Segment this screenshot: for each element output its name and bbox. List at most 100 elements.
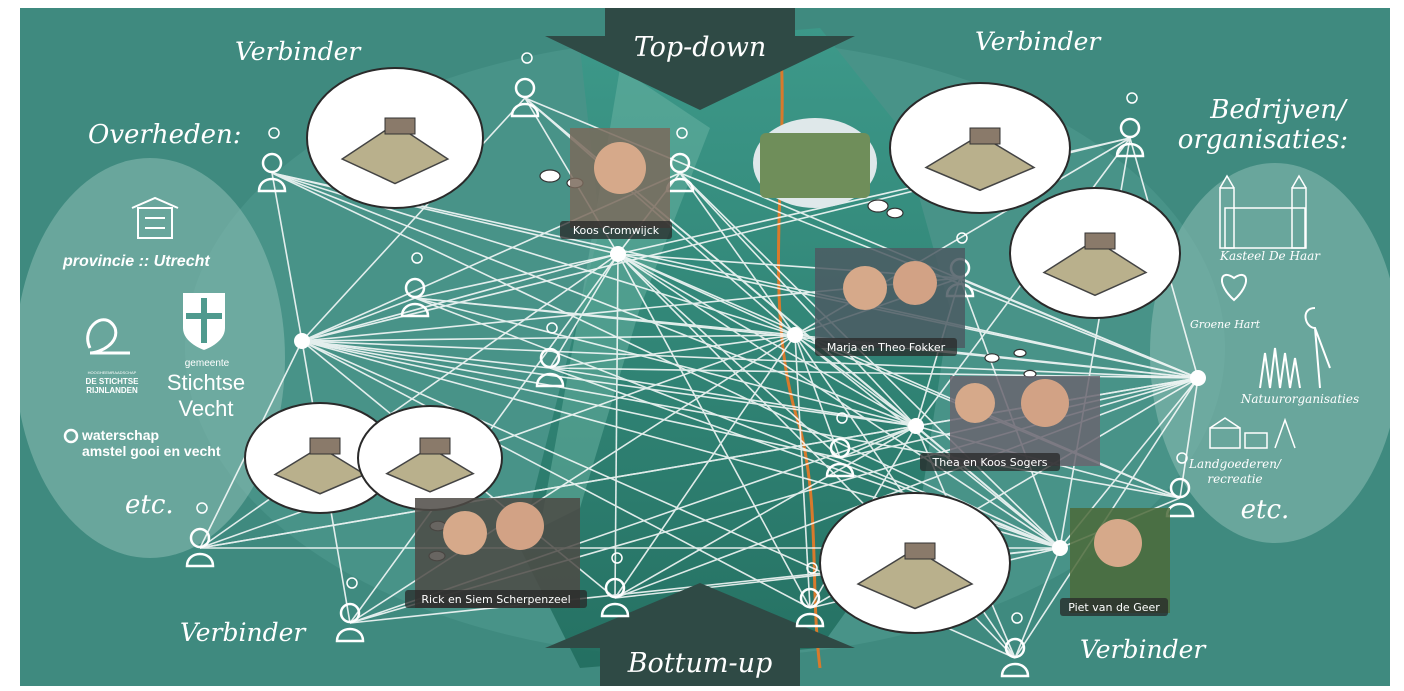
connection-line bbox=[301, 297, 416, 342]
thought-bubble bbox=[539, 169, 561, 183]
person-body bbox=[1115, 142, 1145, 158]
estate-icon bbox=[1209, 417, 1296, 449]
thought-cloud bbox=[306, 67, 484, 209]
lightbulb-icon bbox=[1126, 92, 1138, 104]
thought-bubble bbox=[984, 353, 1000, 363]
connection-line bbox=[414, 297, 917, 427]
connection-line bbox=[414, 253, 619, 299]
person-body bbox=[510, 102, 540, 118]
waterschap-logo: waterschap amstel gooi en vecht bbox=[63, 427, 221, 459]
hub-node bbox=[787, 327, 803, 343]
rijnlanden-logo: HOOGHEEMRAADSCHAP DE STICHTSE RIJNLANDEN bbox=[86, 318, 139, 395]
verbinder-top-left: Verbinder bbox=[235, 37, 362, 66]
connection-line bbox=[839, 425, 917, 459]
hub-node bbox=[1190, 370, 1206, 386]
bottom-up-arrow: Bottum-up bbox=[545, 583, 855, 686]
hub-node bbox=[1052, 540, 1068, 556]
overheden-heading: Overheden: bbox=[88, 120, 242, 150]
person-icon bbox=[510, 52, 540, 118]
lightbulb-icon bbox=[411, 252, 423, 264]
thought-cloud bbox=[889, 82, 1071, 214]
connection-line bbox=[617, 253, 1061, 549]
top-down-label: Top-down bbox=[634, 32, 767, 63]
hub-node bbox=[610, 246, 626, 262]
person-head bbox=[514, 77, 536, 99]
person-head bbox=[829, 437, 851, 459]
person-icon bbox=[400, 252, 430, 318]
landgoederen: Landgoederen/ bbox=[1188, 457, 1283, 471]
connection-line bbox=[301, 340, 551, 369]
photo-thea: Thea en Koos Sogers bbox=[920, 376, 1100, 471]
siem-face-icon bbox=[496, 502, 544, 550]
provincie-logo: provincie :: Utrecht bbox=[62, 196, 210, 270]
connection-line bbox=[617, 253, 917, 427]
person-head bbox=[669, 152, 691, 174]
farm-plot bbox=[1042, 239, 1148, 297]
person-body bbox=[185, 552, 215, 568]
connection-line bbox=[794, 334, 841, 459]
connection-line bbox=[549, 367, 917, 427]
shield-icon bbox=[183, 293, 225, 350]
connection-line bbox=[1179, 377, 1199, 499]
thought-cloud bbox=[357, 405, 503, 511]
heron-icon bbox=[1259, 307, 1331, 389]
thought-bubble bbox=[886, 207, 904, 219]
right-panel bbox=[1150, 163, 1390, 543]
farm-plot bbox=[340, 123, 450, 185]
piet-label: Piet van de Geer bbox=[1068, 601, 1160, 614]
lightbulb-icon bbox=[956, 232, 968, 244]
farm-building-icon bbox=[384, 117, 416, 135]
person-body bbox=[600, 602, 630, 618]
person-icon bbox=[795, 562, 825, 628]
farm-plot bbox=[385, 446, 475, 493]
person-body bbox=[535, 372, 565, 388]
hub-node bbox=[294, 333, 310, 349]
kasteel-de-haar: Kasteel De Haar bbox=[1219, 249, 1321, 263]
connection-line bbox=[617, 253, 796, 336]
verbinder-top-right: Verbinder bbox=[975, 27, 1102, 56]
photo-piet: Piet van de Geer bbox=[1060, 508, 1170, 616]
connection-line bbox=[549, 253, 619, 369]
rijnlanden-line3: RIJNLANDEN bbox=[86, 386, 138, 395]
person-icon bbox=[535, 322, 565, 388]
connection-line bbox=[617, 253, 841, 459]
lightbulb-icon bbox=[836, 412, 848, 424]
person-body bbox=[1000, 662, 1030, 678]
piet-face-icon bbox=[1094, 519, 1142, 567]
koos-label: Koos Cromwijck bbox=[573, 224, 660, 237]
person-head bbox=[539, 347, 561, 369]
right-heading-line2: organisaties: bbox=[1178, 125, 1348, 155]
connection-line bbox=[301, 340, 917, 427]
thought-bubble bbox=[867, 199, 889, 213]
farm-building-icon bbox=[904, 542, 936, 560]
farm-plot bbox=[856, 548, 974, 610]
koos-face-icon bbox=[594, 142, 646, 194]
left-etc: etc. bbox=[125, 490, 174, 520]
farm-plot bbox=[924, 134, 1036, 192]
lightbulb-icon bbox=[521, 52, 533, 64]
farm-building-icon bbox=[419, 437, 451, 455]
photo-family bbox=[753, 118, 877, 208]
connection-line bbox=[549, 334, 796, 369]
farm-building-icon bbox=[1084, 232, 1116, 250]
theo-face-icon bbox=[893, 261, 937, 305]
top-down-arrow: Top-down bbox=[545, 8, 855, 110]
hub-node bbox=[908, 418, 924, 434]
person-body bbox=[795, 612, 825, 628]
connection-line bbox=[301, 253, 619, 342]
connection-line bbox=[614, 425, 917, 599]
gemeente-line1: Stichtse bbox=[167, 370, 245, 395]
photo-marja: Marja en Theo Fokker bbox=[815, 248, 965, 356]
person-icon bbox=[335, 577, 365, 643]
person-head bbox=[404, 277, 426, 299]
heart-icon bbox=[1221, 273, 1247, 302]
person-head bbox=[1119, 117, 1141, 139]
connection-line bbox=[617, 253, 811, 609]
connection-line bbox=[271, 172, 917, 427]
person-head bbox=[1169, 477, 1191, 499]
rick-label: Rick en Siem Scherpenzeel bbox=[421, 593, 570, 606]
verbinder-bottom-right: Verbinder bbox=[1080, 635, 1207, 664]
thea-label: Thea en Koos Sogers bbox=[931, 456, 1047, 469]
connection-line bbox=[301, 334, 796, 342]
person-head bbox=[189, 527, 211, 549]
